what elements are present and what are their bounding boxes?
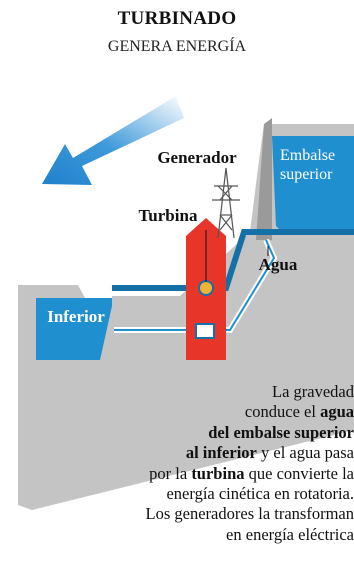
turbine-icon [198,280,214,296]
gravity-arrow [42,96,184,185]
label-generador: Generador [157,148,237,167]
pylon-icon [212,167,240,239]
desc-line-3: del embalse superior [208,422,354,442]
lower-reservoir [36,298,112,360]
plant-chamber [195,323,215,339]
description-text: La gravedad conduce el agua del embalse … [0,382,354,545]
desc-line-1: La gravedad [272,382,354,401]
diagram-subtitle: GENERA ENERGÍA [107,38,247,55]
diagram-title: TURBINADO [117,8,237,29]
upper-reservoir [272,136,354,232]
water-channel-inner [114,239,276,331]
desc-line-6: energía cinética en rotatoria. [166,484,354,504]
desc-line-8: en energía eléctrica [226,524,354,544]
desc-line-4: al inferior y el agua pasa [185,443,354,463]
desc-line-7: Los generadores la transforman [145,504,354,524]
desc-line-5: por la turbina que convierte la [149,463,354,483]
label-inferior: Inferior [47,307,105,326]
label-turbina: Turbina [139,206,198,225]
penstock-upper [112,229,354,291]
desc-line-2: conduce el agua [244,402,354,422]
ground-edge [256,118,272,240]
label-agua: Agua [259,255,298,274]
label-embalse-line2: superior [280,166,333,183]
label-embalse-line1: Embalse [280,147,335,164]
